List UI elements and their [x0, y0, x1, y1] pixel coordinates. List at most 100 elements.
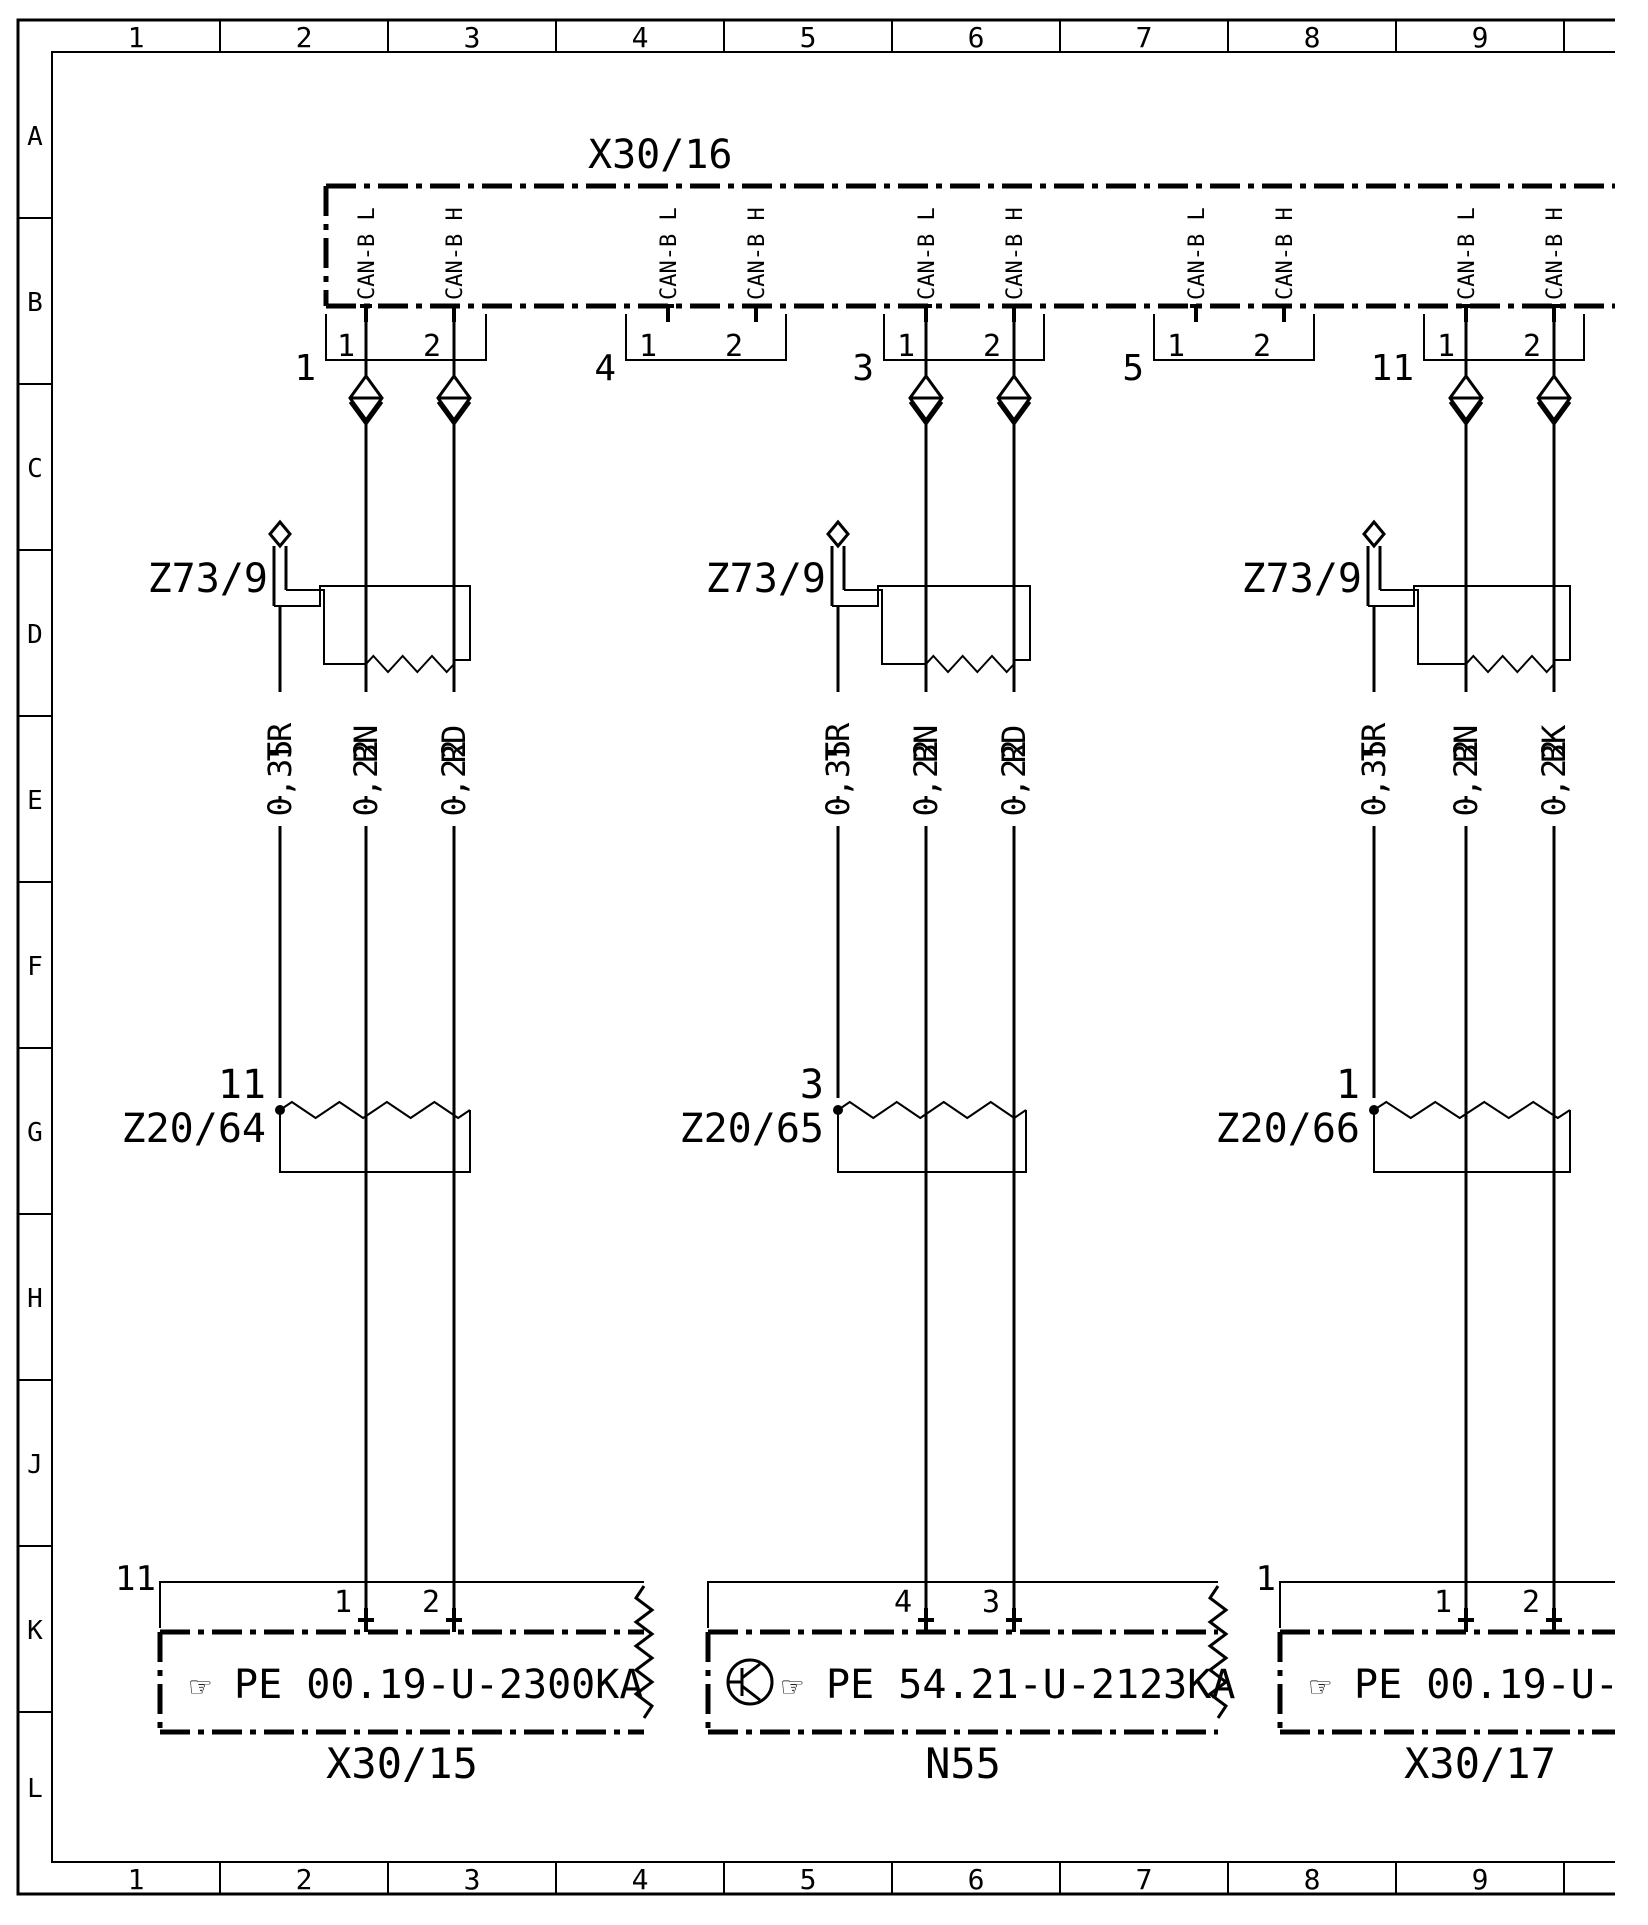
pin-group-number: 4 [594, 348, 616, 389]
reference-text: PE 54.21-U-2123KA [826, 1662, 1235, 1708]
column-label: 4 [632, 1863, 649, 1896]
column-label: 3 [464, 1863, 481, 1896]
pin-signal-label: CAN-B H [1003, 207, 1028, 300]
column-label: 1 [128, 1863, 145, 1896]
row-label: B [27, 288, 43, 318]
pin-number: 2 [1253, 329, 1271, 364]
splice-bracket [280, 1110, 470, 1172]
pin-signal-label: CAN-B L [915, 207, 940, 300]
wire-gauge: 0,35 [1355, 739, 1393, 816]
device-pin [1458, 1608, 1474, 1632]
device-pin [446, 1608, 462, 1632]
device-pin [1546, 1608, 1562, 1632]
wire-gauge: 0,22 [435, 739, 473, 816]
shield-loop [832, 586, 1030, 660]
connector-title: X30/16 [588, 132, 733, 178]
column-label: 2 [296, 21, 313, 54]
row-label: G [27, 1118, 43, 1148]
device-pin [358, 1608, 374, 1632]
device-label: X30/17 [1404, 1739, 1556, 1788]
pin-number: 2 [1523, 329, 1541, 364]
shield-ref-label: Z73/9 [1242, 556, 1362, 602]
pin-number: 1 [639, 329, 657, 364]
splice-bracket [1374, 1110, 1570, 1172]
reference-text: PE 00.19-U-2300KA [234, 1662, 643, 1708]
pin-number: 1 [337, 329, 355, 364]
pin-signal-label: CAN-B H [1543, 207, 1568, 300]
splice-twist-marker [838, 1102, 1026, 1118]
shield-terminal-icon [1364, 522, 1384, 546]
column-label: 8 [1304, 21, 1321, 54]
row-label: C [27, 454, 43, 484]
shield-terminal-icon [270, 522, 290, 546]
pin-signal-label: CAN-B L [1185, 207, 1210, 300]
shield-ref-label: Z73/9 [148, 556, 268, 602]
splice-label: Z20/65 [680, 1106, 825, 1152]
row-label: A [27, 122, 43, 152]
column-label: 7 [1136, 1863, 1153, 1896]
column-label: 1 [128, 21, 145, 54]
row-label: H [27, 1284, 43, 1314]
device-pin-number: 3 [982, 1585, 1000, 1620]
device-label: X30/15 [326, 1739, 478, 1788]
splice-bracket [838, 1110, 1026, 1172]
pin-number: 2 [423, 329, 441, 364]
pin-number: 1 [897, 329, 915, 364]
hand-pointer-icon: ☞ [190, 1667, 211, 1707]
pin-group-number: 11 [1371, 348, 1414, 389]
row-label: K [27, 1616, 43, 1646]
splice-twist-marker [1374, 1102, 1570, 1118]
splice-pin: 11 [218, 1062, 266, 1108]
pin-number: 1 [1437, 329, 1455, 364]
splice-pin: 1 [1336, 1062, 1360, 1108]
connector-x30-16: X30/16 [326, 132, 1620, 306]
device-pin-number: 2 [422, 1585, 440, 1620]
column-label: 6 [968, 1863, 985, 1896]
pin-signal-label: CAN-B H [745, 207, 770, 300]
twisted-pair-marker [844, 590, 1014, 672]
column-label: 3 [464, 21, 481, 54]
reference-text: PE 00.19-U-2 [1354, 1662, 1643, 1708]
wire-gauge: 0,22 [995, 739, 1033, 816]
device-pin [1006, 1608, 1022, 1632]
pin-group-number: 3 [852, 348, 874, 389]
row-label: F [27, 952, 43, 982]
splice-label: Z20/64 [122, 1106, 267, 1152]
splice-pin: 3 [800, 1062, 824, 1108]
twisted-pair-marker [286, 590, 454, 672]
column-label: 6 [968, 21, 985, 54]
device-pin [918, 1608, 934, 1632]
pin-number: 2 [983, 329, 1001, 364]
wire-gauge: 0,22 [347, 739, 385, 816]
pin-signal-label: CAN-B L [1455, 207, 1480, 300]
splice-twist-marker [280, 1102, 470, 1118]
row-label: L [27, 1774, 43, 1804]
device-pin-number: 1 [1434, 1585, 1452, 1620]
hand-pointer-icon: ☞ [1310, 1667, 1331, 1707]
pin-signal-label: CAN-B H [1273, 207, 1298, 300]
column-label: 9 [1472, 1863, 1489, 1896]
wire-gauge: 0,22 [907, 739, 945, 816]
column-label: 5 [800, 1863, 817, 1896]
column-label: 7 [1136, 21, 1153, 54]
device-label: N55 [925, 1739, 1001, 1788]
pin-signal-label: CAN-B L [657, 207, 682, 300]
device-pin-number: 4 [894, 1585, 912, 1620]
row-label: J [27, 1450, 43, 1480]
wire-gauge: 0,22 [1447, 739, 1485, 816]
pin-group-number: 1 [294, 348, 316, 389]
shield-terminal-icon [828, 522, 848, 546]
column-label: 4 [632, 21, 649, 54]
column-label: 9 [1472, 21, 1489, 54]
column-label: 2 [296, 1863, 313, 1896]
wire-gauge: 0,22 [1535, 739, 1573, 816]
device-group-number: 1 [1256, 1559, 1276, 1599]
device-pin-number: 1 [334, 1585, 352, 1620]
pin-number: 2 [725, 329, 743, 364]
